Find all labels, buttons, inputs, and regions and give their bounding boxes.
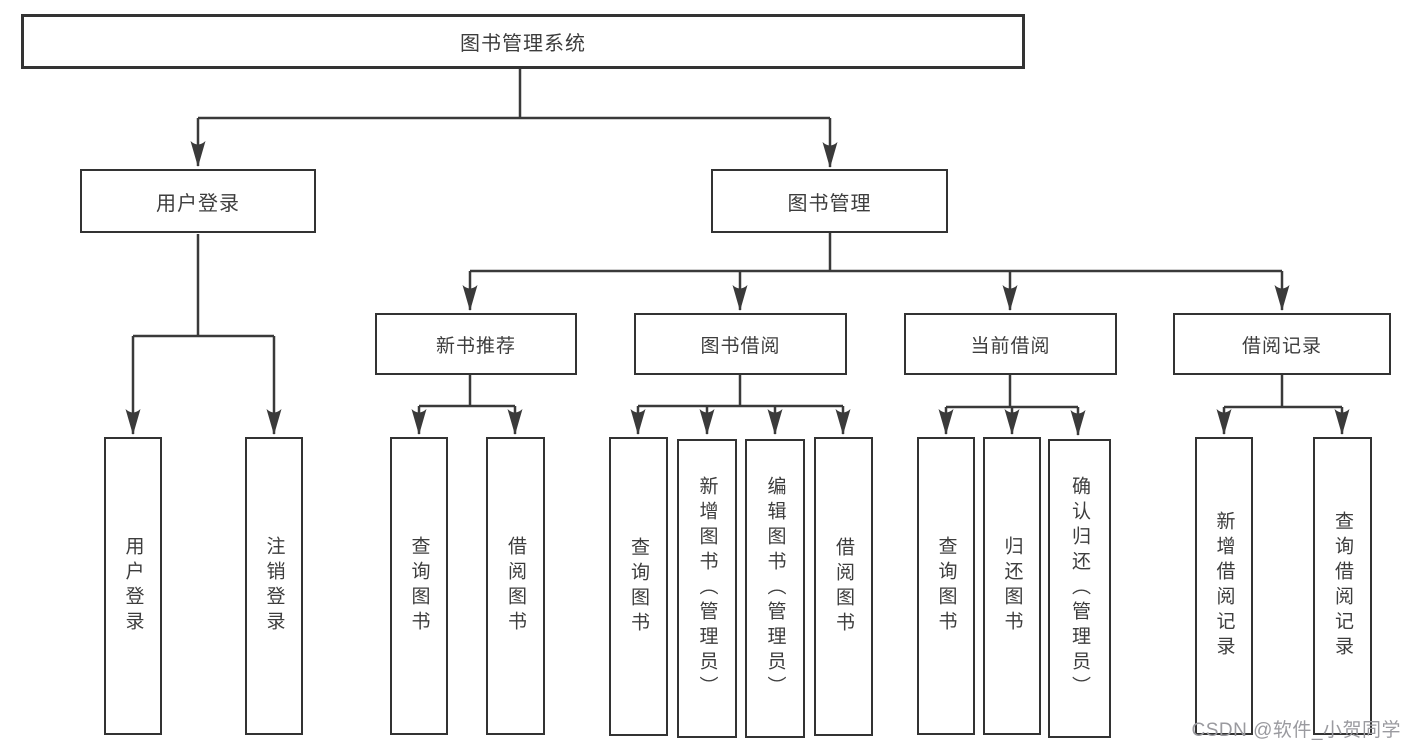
leaf-record-add-record: 新增借阅记录 bbox=[1195, 437, 1253, 735]
leaf-current-confirm-return-admin: 确认归还（管理员） bbox=[1048, 439, 1111, 738]
node-label: 查询借阅记录 bbox=[1332, 511, 1353, 661]
leaf-logout-login: 注销登录 bbox=[245, 437, 303, 735]
leaf-borrow-edit-book-admin: 编辑图书（管理员） bbox=[745, 439, 805, 738]
leaf-recommend-query-book: 查询图书 bbox=[390, 437, 448, 735]
connector-new-book-split bbox=[411, 375, 523, 435]
leaf-user-login: 用户登录 bbox=[104, 437, 162, 735]
leaf-borrow-borrow-book: 借阅图书 bbox=[814, 437, 873, 736]
node-label: 确认归还（管理员） bbox=[1069, 476, 1090, 701]
leaf-current-return-book: 归还图书 bbox=[983, 437, 1041, 735]
node-root-system: 图书管理系统 bbox=[21, 14, 1025, 69]
node-book-management: 图书管理 bbox=[711, 169, 948, 233]
node-label: 当前借阅 bbox=[970, 335, 1051, 357]
node-label: 编辑图书（管理员） bbox=[764, 476, 786, 701]
node-label: 归还图书 bbox=[1001, 536, 1023, 636]
leaf-borrow-add-book-admin: 新增图书（管理员） bbox=[677, 439, 737, 738]
leaf-current-query-book: 查询图书 bbox=[917, 437, 975, 735]
connector-root-split bbox=[190, 69, 838, 168]
connector-book-mgmt-split bbox=[462, 233, 1290, 311]
node-current-borrow: 当前借阅 bbox=[904, 313, 1117, 375]
node-user-login: 用户登录 bbox=[80, 169, 316, 233]
node-label: 查询图书 bbox=[628, 536, 649, 637]
node-label: 图书管理系统 bbox=[460, 33, 586, 55]
connector-current-borrow-split bbox=[938, 375, 1086, 436]
node-label: 用户登录 bbox=[122, 536, 144, 636]
node-label: 用户登录 bbox=[156, 192, 240, 215]
leaf-borrow-query-book: 查询图书 bbox=[609, 437, 668, 736]
node-label: 新增图书（管理员） bbox=[696, 476, 718, 701]
leaf-recommend-borrow-book: 借阅图书 bbox=[486, 437, 545, 735]
connector-borrow-record-split bbox=[1216, 375, 1350, 435]
csdn-watermark: CSDN @软件_小贺同学 bbox=[1191, 720, 1401, 741]
node-new-book-recommend: 新书推荐 bbox=[375, 313, 577, 375]
node-borrow-record: 借阅记录 bbox=[1173, 313, 1391, 375]
node-label: 图书管理 bbox=[787, 192, 872, 215]
node-label: 新书推荐 bbox=[435, 335, 516, 357]
node-label: 注销登录 bbox=[263, 536, 285, 636]
node-book-borrow: 图书借阅 bbox=[634, 313, 847, 375]
node-label: 借阅记录 bbox=[1241, 335, 1322, 357]
node-label: 查询图书 bbox=[408, 536, 430, 636]
connector-user-login-split bbox=[125, 234, 282, 435]
connector-book-borrow-split bbox=[630, 375, 851, 435]
leaf-record-query-record: 查询借阅记录 bbox=[1313, 437, 1372, 735]
node-label: 新增借阅记录 bbox=[1213, 511, 1235, 661]
node-label: 借阅图书 bbox=[833, 536, 854, 637]
node-label: 查询图书 bbox=[935, 536, 957, 636]
node-label: 借阅图书 bbox=[505, 536, 526, 636]
node-label: 图书借阅 bbox=[700, 335, 781, 357]
